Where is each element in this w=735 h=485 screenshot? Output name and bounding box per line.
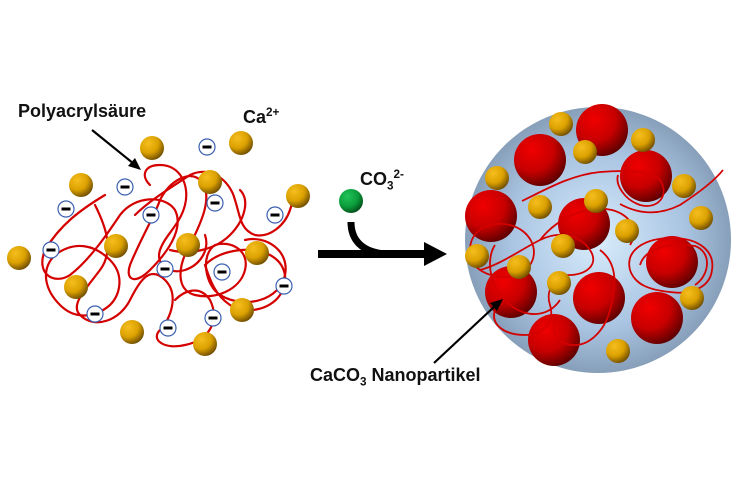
negative-charge-icon (156, 260, 174, 278)
calcium-charge: 2+ (266, 106, 280, 119)
calcium-ions-right (465, 112, 713, 363)
calcium-ion (245, 241, 269, 265)
nanoparticle-name: Nanopartikel (366, 365, 481, 385)
negative-charge-icon (86, 305, 104, 323)
negative-charge-icon (116, 178, 134, 196)
calcium-ion (680, 286, 704, 310)
negative-charge-icon (57, 200, 75, 218)
negative-charge-icon (159, 319, 177, 337)
negative-charge-icon (275, 277, 293, 295)
calcium-ion (230, 298, 254, 322)
caco3-nanoparticle (528, 314, 580, 366)
calcium-ion (193, 332, 217, 356)
calcium-ion (229, 131, 253, 155)
calcium-ion (198, 170, 222, 194)
nanoparticle-pointer-arrow (433, 299, 503, 364)
carbonate-subscript: 3 (387, 179, 394, 193)
calcium-ion (485, 166, 509, 190)
calcium-ion (286, 184, 310, 208)
calcium-symbol: Ca (243, 107, 267, 127)
nanoparticle-formula: CaCO (310, 365, 361, 385)
negative-charge-icon (266, 206, 284, 224)
calcium-ion (176, 233, 200, 257)
negative-charge-icon (42, 241, 60, 259)
calcium-ion (606, 339, 630, 363)
calcium-ion (7, 246, 31, 270)
nanoparticle-label: CaCO3 Nanopartikel (310, 365, 481, 389)
carbonate-ion (339, 189, 363, 213)
reaction-arrow-icon (318, 221, 447, 266)
negative-charge-icon (198, 138, 216, 156)
negative-charges (42, 138, 293, 337)
negative-charge-icon (142, 206, 160, 224)
calcium-ion (465, 244, 489, 268)
calcium-ion (140, 136, 164, 160)
polyacrylic-acid-pointer-arrow (91, 129, 141, 170)
nanoparticle-subscript: 3 (360, 375, 367, 389)
caco3-nanoparticle (646, 236, 698, 288)
calcium-ions-left (7, 131, 310, 356)
calcium-ion (672, 174, 696, 198)
carbonate-ion-label: CO32- (360, 168, 404, 193)
caco3-nanoparticle (465, 190, 517, 242)
caco3-nanoparticle (631, 292, 683, 344)
calcium-ion (69, 173, 93, 197)
calcium-ion (689, 206, 713, 230)
caco3-nanoparticle (620, 150, 672, 202)
calcium-ion (573, 140, 597, 164)
polyacrylic-acid-label: Polyacrylsäure (18, 101, 147, 121)
caco3-nanoparticle (573, 272, 625, 324)
polymer-chain-right (468, 169, 724, 346)
calcium-ion (551, 234, 575, 258)
calcium-ion (584, 189, 608, 213)
nanoparticles (465, 104, 698, 366)
calcium-ion (631, 128, 655, 152)
calcium-ion (615, 219, 639, 243)
carbonate-charge: 2- (393, 168, 404, 181)
calcium-ion (528, 195, 552, 219)
calcium-ion (547, 271, 571, 295)
carbonate-symbol: CO (360, 169, 387, 189)
calcium-ion (549, 112, 573, 136)
calcium-ion (104, 234, 128, 258)
calcium-ion (507, 255, 531, 279)
negative-charge-icon (213, 263, 231, 281)
calcium-ion (120, 320, 144, 344)
negative-charge-icon (204, 309, 222, 327)
caco3-nanoparticle (514, 134, 566, 186)
negative-charge-icon (206, 194, 224, 212)
calcium-ion (64, 275, 88, 299)
calcium-ion-label: Ca2+ (243, 106, 279, 128)
